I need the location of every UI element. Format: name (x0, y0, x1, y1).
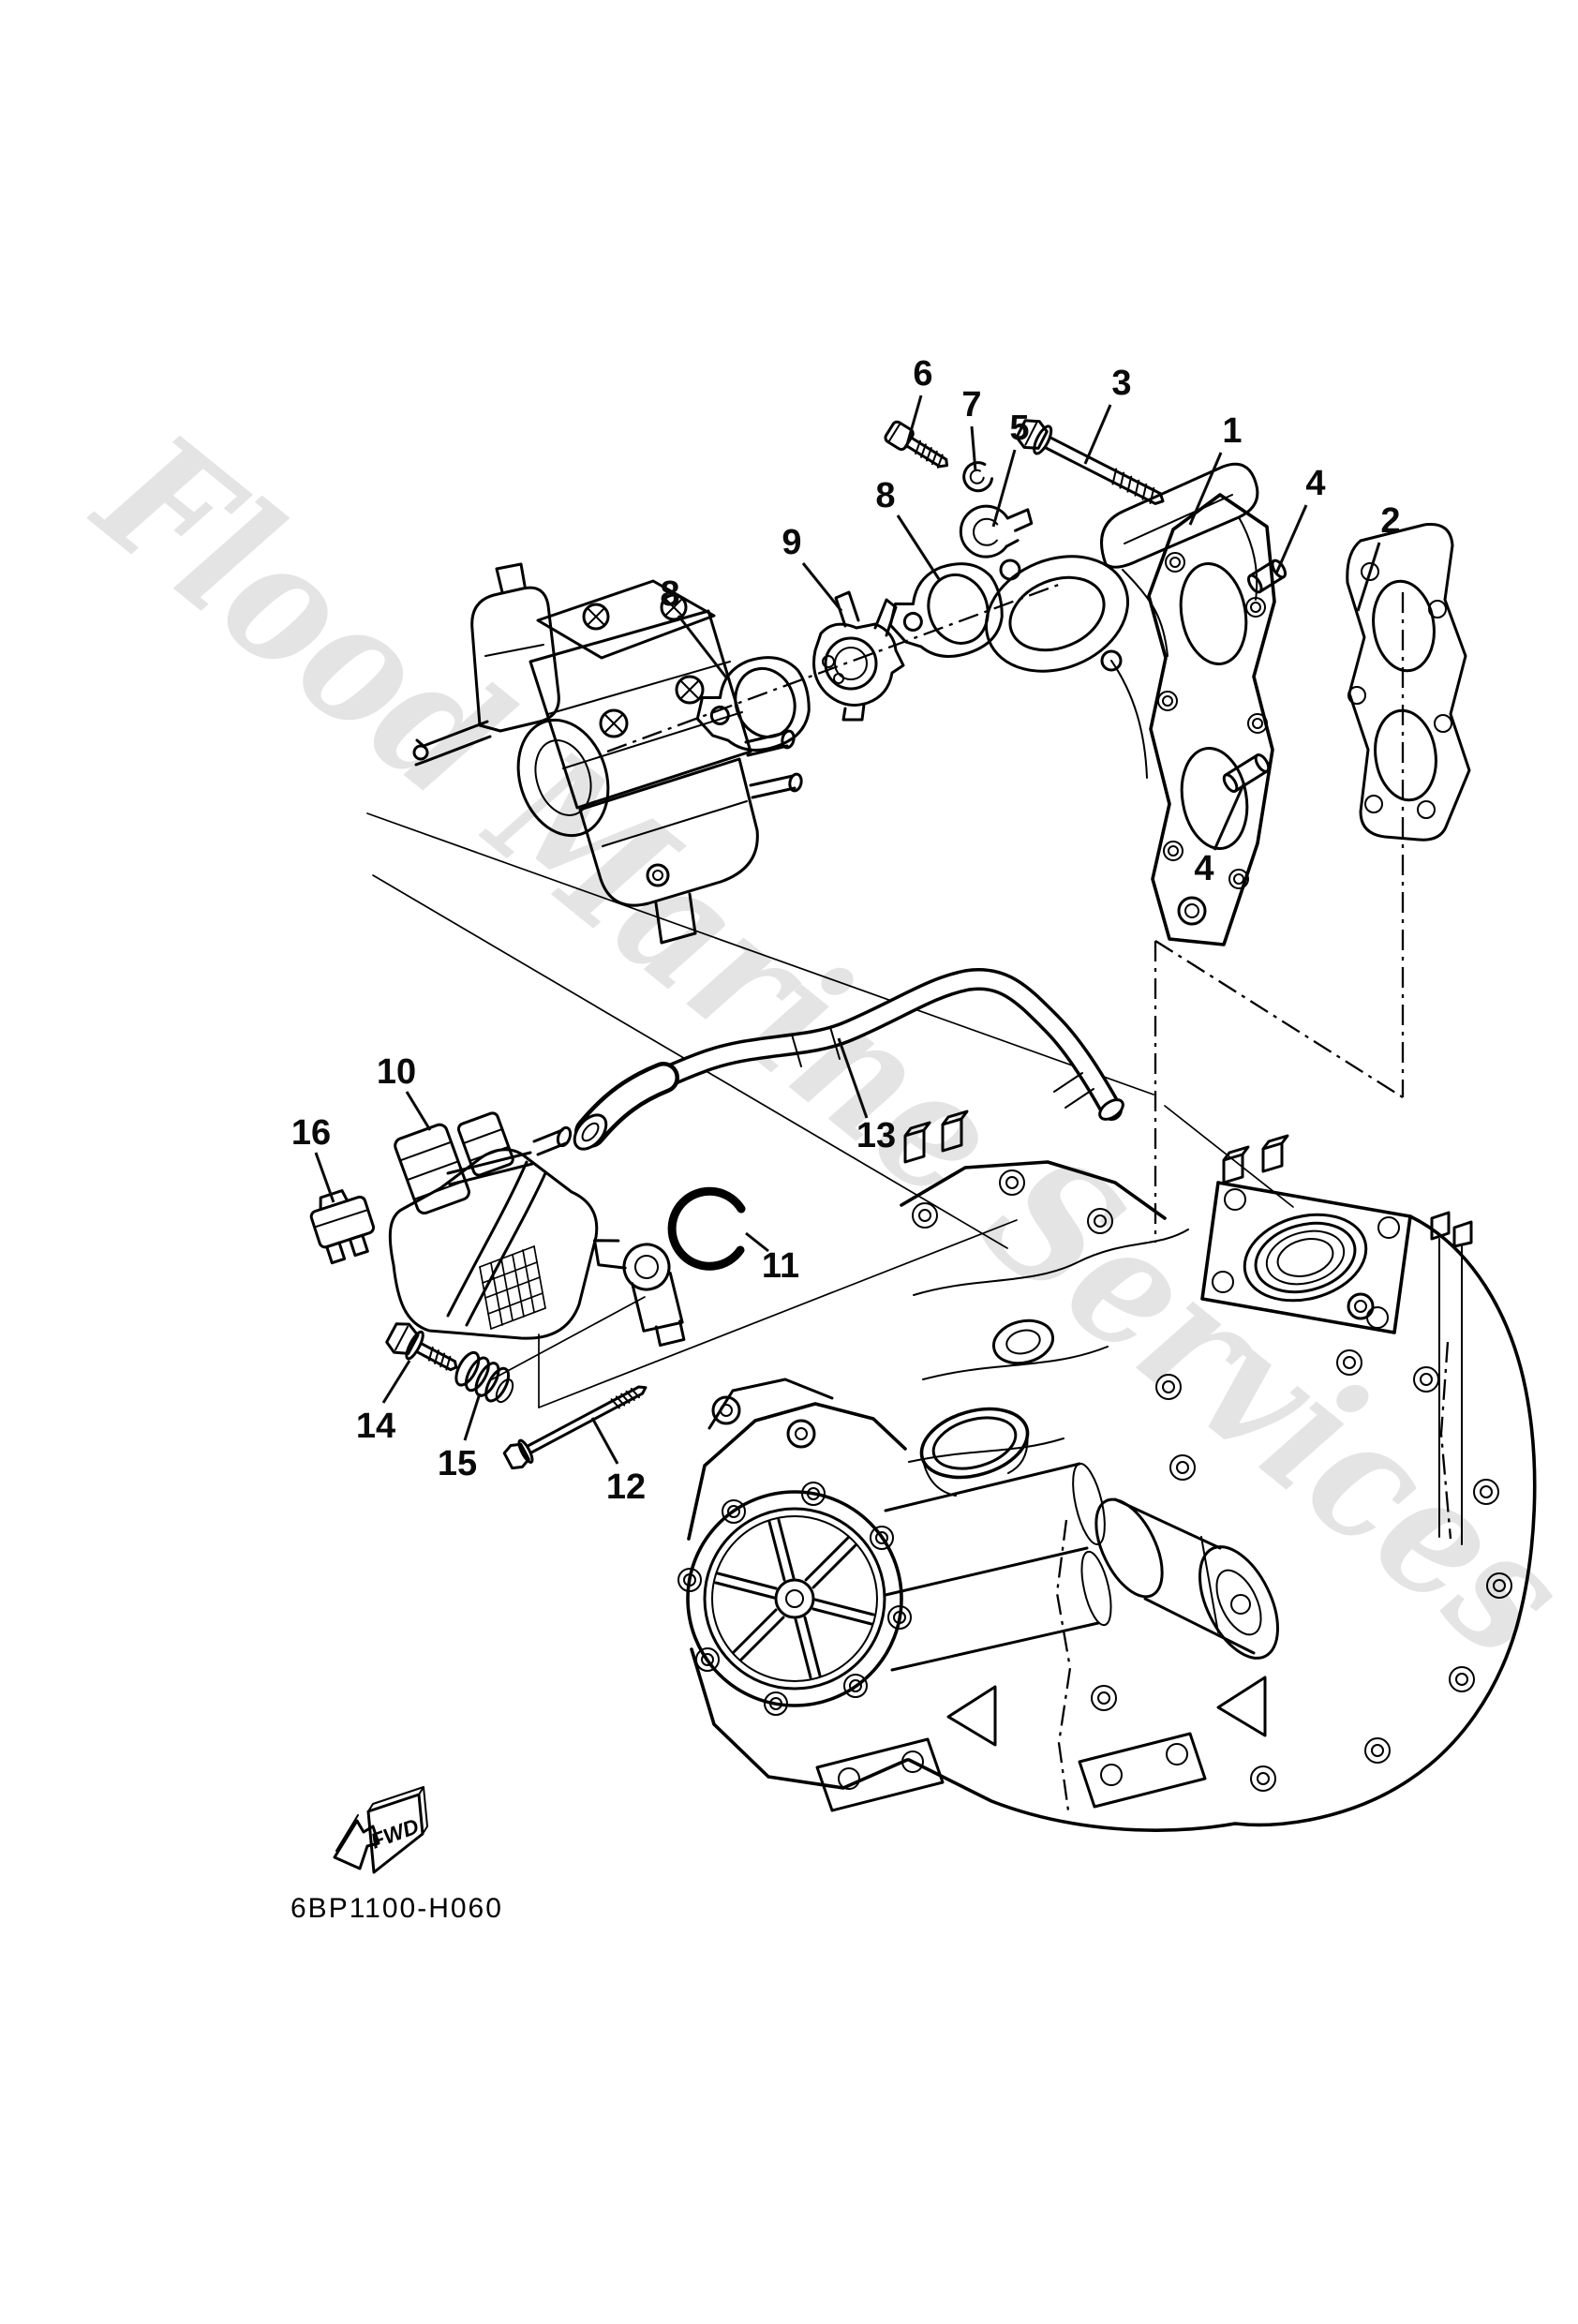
carburetor (412, 562, 803, 945)
callout-leader-9 (801, 562, 843, 612)
collar-upper (1246, 559, 1288, 594)
callout-number-6: 6 (913, 354, 932, 394)
callout-leader-7 (970, 425, 977, 472)
callout-number-10: 10 (377, 1052, 416, 1092)
callout-leader-1 (1188, 452, 1223, 526)
fwd-label: FWD (367, 1813, 422, 1853)
callout-leader-5 (991, 449, 1017, 528)
carburetor-joint (593, 1239, 686, 1348)
callout-leader-15 (463, 1393, 482, 1441)
hose-clamp (959, 504, 1034, 559)
callout-number-14: 14 (356, 1407, 395, 1446)
callout-leader-13 (837, 1037, 869, 1119)
callout-number-7: 7 (961, 385, 981, 425)
part-code: 6BP1100-H060 (290, 1893, 503, 1924)
callout-leader-3 (1083, 404, 1112, 465)
callout-leader-11 (745, 1231, 769, 1253)
callout-number-16: 16 (291, 1113, 331, 1153)
manifold-gasket (1346, 522, 1471, 842)
callout-number-1: 1 (1222, 411, 1242, 451)
washer-7 (962, 461, 994, 493)
intake-manifold (984, 462, 1276, 946)
callout-leader-10 (405, 1091, 432, 1131)
spring-15 (454, 1350, 514, 1404)
callout-leader-14 (381, 1360, 411, 1404)
callout-number-2: 2 (1380, 501, 1400, 541)
callout-leader-4 (1274, 504, 1308, 574)
o-ring (667, 1186, 746, 1271)
callout-leader-8 (896, 514, 941, 580)
callout-leader-8 (677, 615, 728, 678)
callout-number-11: 11 (762, 1246, 799, 1286)
callout-number-8: 8 (660, 574, 679, 614)
callout-leader-6 (904, 395, 923, 449)
insulator (812, 590, 905, 722)
callout-leader-2 (1356, 542, 1381, 612)
callout-number-9: 9 (782, 523, 801, 562)
callout-leader-4 (1213, 782, 1246, 851)
bolt-12 (502, 1385, 648, 1470)
callout-number-8: 8 (875, 476, 895, 515)
callout-number-5: 5 (1009, 409, 1029, 448)
engine-block (677, 1110, 1537, 1832)
screw-14 (385, 1322, 458, 1372)
intake-silencer (388, 1111, 599, 1340)
breather-hose (573, 968, 1124, 1151)
callout-number-13: 13 (856, 1116, 896, 1155)
callout-number-4: 4 (1194, 849, 1213, 888)
fwd-arrow: FWD (333, 1786, 428, 1874)
callout-number-4: 4 (1305, 464, 1325, 503)
connector-clip (309, 1189, 376, 1265)
bolt-3 (1015, 419, 1165, 505)
callout-number-15: 15 (438, 1444, 477, 1483)
gasket-left (695, 656, 811, 752)
callout-number-12: 12 (606, 1467, 646, 1507)
callout-leader-16 (314, 1152, 335, 1203)
screw-6 (884, 420, 948, 469)
callout-number-3: 3 (1111, 364, 1131, 403)
callout-leader-12 (590, 1417, 619, 1465)
gasket-right (888, 562, 1004, 658)
